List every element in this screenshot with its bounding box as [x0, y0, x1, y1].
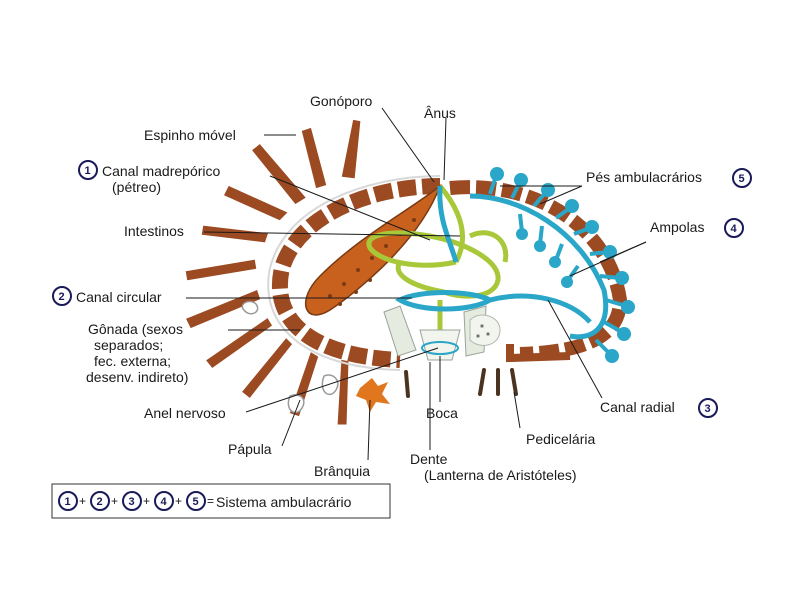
badge-3: [698, 398, 718, 418]
legend-plus-1: +: [79, 494, 86, 508]
spine: [198, 222, 273, 246]
test-bottom-right: [506, 344, 571, 363]
madreporic-canal: [437, 185, 459, 263]
leader-pes-2: [539, 185, 583, 205]
label-gonoporo: Gonóporo: [310, 93, 372, 109]
interior-structures: [469, 314, 501, 346]
legend-text: Sistema ambulacrário: [216, 494, 352, 510]
label-gonada-line4: desenv. indireto): [86, 369, 188, 385]
legend-badge-4-number: 4: [161, 496, 168, 508]
badge-5-number: 5: [739, 173, 745, 185]
test-left-outline: [267, 175, 441, 371]
tube-feet: [488, 167, 635, 363]
legend-badge-5-number: 5: [193, 496, 199, 508]
leader-ampolas-2: [599, 241, 647, 263]
label-ampolas: Ampolas: [650, 219, 704, 235]
spine: [334, 356, 352, 428]
legend-badge-2: [90, 491, 110, 511]
spine: [247, 139, 311, 208]
labels: Gonóporo Ânus Espinho móvel 1 Canal madr…: [52, 93, 752, 483]
label-anus: Ânus: [424, 105, 456, 121]
label-gonada-line3: fec. externa;: [94, 353, 171, 369]
label-boca: Boca: [426, 405, 458, 421]
legend-plus-3: +: [143, 494, 150, 508]
legend-plus-2: +: [111, 494, 118, 508]
label-pedicelaria: Pedicelária: [526, 431, 595, 447]
ambulacral-system: [394, 185, 609, 340]
test-right: [449, 180, 628, 361]
spine: [182, 256, 260, 284]
badge-2: [52, 286, 72, 306]
badge-5: [732, 168, 752, 188]
spine: [237, 333, 297, 403]
badge-4-number: 4: [731, 223, 738, 235]
leader-pedicelaria: [513, 391, 521, 429]
pedicellariae: [404, 368, 518, 398]
legend-badge-3-number: 3: [129, 496, 135, 508]
leader-madreporico: [269, 175, 431, 241]
label-pes: Pés ambulacrários: [586, 169, 702, 185]
circular-canal: [394, 290, 496, 312]
spine: [298, 124, 330, 192]
label-papula: Pápula: [228, 441, 272, 457]
gills: [356, 378, 390, 412]
leader-anel: [245, 347, 439, 413]
label-gonada-line2: separados;: [94, 337, 163, 353]
radial-canal-right: [469, 193, 609, 340]
leader-branquia: [367, 399, 371, 461]
legend-box: 1 + 2 + 3 + 4 + 5 = Sistema ambulacrário: [51, 483, 391, 519]
legend-badge-1-number: 1: [65, 496, 71, 508]
badge-1: [78, 160, 98, 180]
label-canal-radial: Canal radial: [600, 399, 675, 415]
legend-plus-4: +: [175, 494, 182, 508]
label-dente-line1: Dente: [410, 451, 448, 467]
label-branquia: Brânquia: [314, 463, 370, 479]
label-canal-circular: Canal circular: [76, 289, 162, 305]
leader-canal-radial: [547, 299, 603, 399]
leader-papula: [281, 399, 301, 447]
label-madreporico-line2: (pétreo): [112, 179, 161, 195]
label-madreporico-line1: Canal madrepórico: [102, 163, 220, 179]
badge-2-number: 2: [59, 291, 65, 303]
label-intestinos: Intestinos: [124, 223, 184, 239]
badge-4: [724, 218, 744, 238]
label-gonada-line1: Gônada (sexos: [88, 321, 183, 337]
leader-anus: [443, 117, 447, 181]
label-anel: Anel nervoso: [144, 405, 226, 421]
gonad-dots: [328, 218, 416, 306]
badge-3-number: 3: [705, 403, 711, 415]
radial-canal: [489, 293, 592, 324]
test-left: [271, 178, 441, 368]
leader-intestinos: [203, 231, 461, 237]
legend-badge-3: [122, 491, 142, 511]
legend-badge-1: [58, 491, 78, 511]
spine: [338, 116, 364, 182]
spine: [219, 182, 293, 224]
legend-badge-5: [186, 491, 206, 511]
papulae: [241, 300, 339, 414]
label-dente-line2: (Lanterna de Aristóteles): [424, 467, 577, 483]
label-espinho: Espinho móvel: [144, 127, 236, 143]
leader-lines: [186, 107, 647, 461]
legend-badge-2-number: 2: [97, 496, 103, 508]
badge-1-number: 1: [85, 165, 91, 177]
leader-gonoporo: [381, 107, 435, 183]
legend-badge-4: [154, 491, 174, 511]
legend-equals: =: [207, 494, 214, 508]
urchin-body: [181, 116, 635, 428]
